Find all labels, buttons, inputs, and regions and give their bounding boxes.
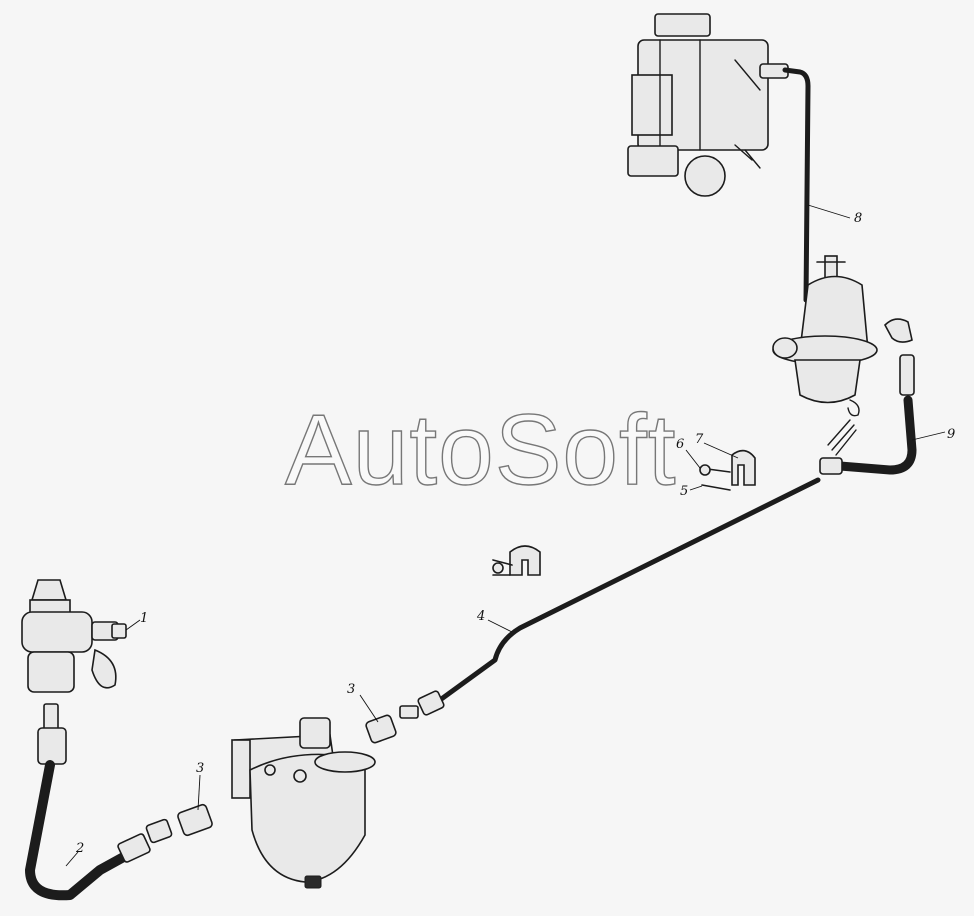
callout-2: 2 (65, 841, 84, 867)
callout-6: 6 (676, 437, 701, 469)
callout-4: 4 (476, 609, 513, 633)
pipe-clip-lower (492, 545, 541, 576)
union-fitting-lower (145, 803, 213, 844)
fuel-filter (231, 717, 376, 889)
callout-1: 1 (125, 611, 148, 631)
union-fitting-upper (365, 714, 397, 744)
watermark-text: AutoSoft (284, 394, 677, 506)
callout-3-upper: 3 (347, 682, 379, 723)
fuel-line-4 (399, 477, 821, 719)
callout-9: 9 (911, 427, 955, 442)
callout-3-lower-label: 3 (196, 761, 204, 776)
callout-6-label: 6 (676, 437, 684, 452)
callout-9-label: 9 (947, 427, 955, 442)
pipe-clip-upper (699, 449, 756, 491)
callout-1-label: 1 (140, 611, 148, 626)
callout-7: 7 (695, 432, 739, 459)
flexible-hose-9 (819, 395, 917, 475)
fuel-cock-1 (21, 579, 127, 693)
callout-3-lower: 3 (196, 761, 204, 811)
callout-3-upper-label: 3 (347, 682, 355, 697)
callout-8-label: 8 (854, 211, 862, 226)
callout-2-label: 2 (75, 841, 84, 856)
callout-4-label: 4 (476, 609, 485, 624)
callout-8: 8 (807, 204, 862, 226)
carburetor (627, 13, 789, 197)
flexible-hose-2 (25, 703, 151, 901)
callout-5-label: 5 (680, 484, 688, 499)
fuel-pump (772, 255, 915, 456)
callout-7-label: 7 (695, 432, 704, 447)
callout-5: 5 (680, 484, 703, 499)
fuel-line-8 (782, 67, 811, 303)
